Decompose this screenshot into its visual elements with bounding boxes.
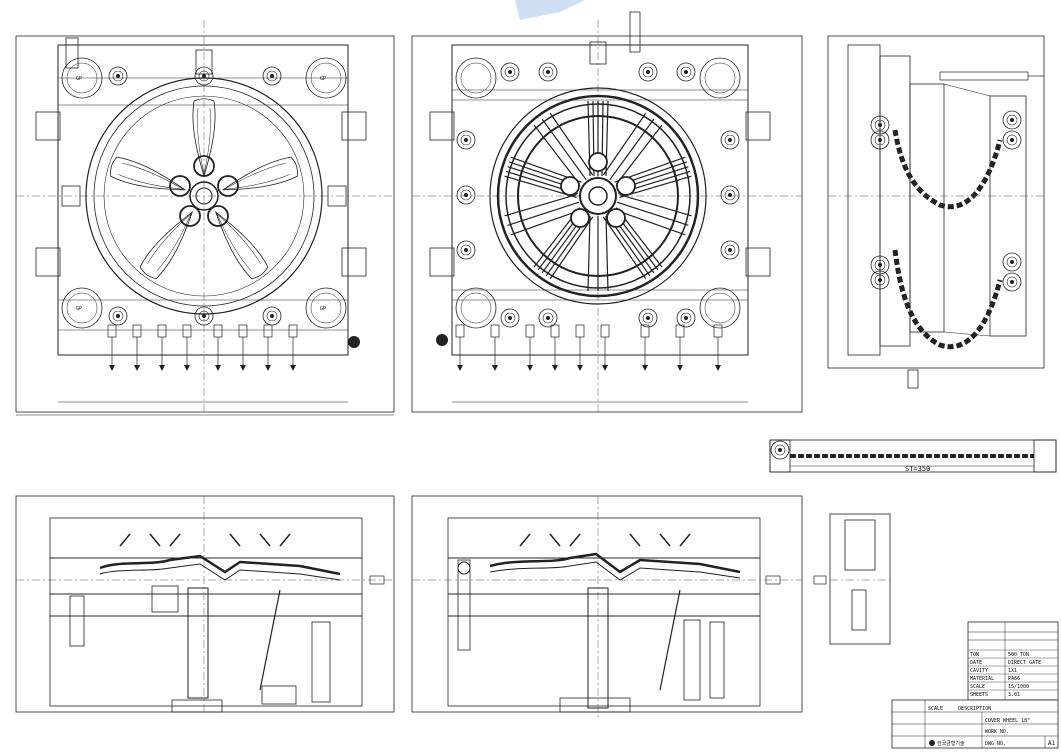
tb-value-5: 3.01	[1008, 692, 1020, 698]
tb-label-3: MATERIAL	[970, 676, 994, 682]
stroke-label: ST=350	[905, 465, 930, 473]
tb-label-4: SCALE	[970, 684, 985, 690]
chain-lower	[892, 249, 1003, 350]
tb-label-0: TON	[970, 652, 979, 658]
svg-text:GP: GP	[76, 76, 82, 82]
section-view-left	[15, 495, 395, 713]
dwg-no-label: DWG NO.	[985, 741, 1006, 747]
tb-value-3: PA66	[1008, 676, 1020, 682]
tb-label-1: DATE	[970, 660, 982, 666]
revision-mark: A1	[1048, 740, 1056, 747]
title-block: TON 500 TON DATE DIRECT GATE CAVITY 1X1 …	[891, 621, 1059, 749]
tb-label-2: CAVITY	[970, 668, 988, 674]
slide-chain-view: ST=350	[769, 439, 1057, 473]
cavity-side-plan-view	[411, 11, 803, 413]
side-elevation-view	[827, 35, 1045, 389]
work-no-label: WORK NO.	[985, 729, 1009, 735]
model-label: COVER WHEEL 18"	[985, 718, 1030, 724]
scan-smudge	[515, 0, 585, 20]
tb-label-5: SHEETS	[970, 692, 988, 698]
tb-value-4: 1S/1000	[1008, 684, 1029, 690]
core-side-plan-view: GP GP GP GP	[15, 20, 395, 416]
tb-value-2: 1X1	[1008, 668, 1017, 674]
description-label: DESCRIPTION	[958, 706, 991, 712]
svg-text:GP: GP	[320, 306, 326, 312]
svg-text:GP: GP	[320, 76, 326, 82]
company-name: 한국금형기술	[937, 740, 965, 747]
detail-view	[813, 513, 891, 645]
chain-upper	[892, 129, 1003, 210]
svg-text:GP: GP	[76, 306, 82, 312]
section-view-right	[411, 495, 803, 720]
scale-label: SCALE	[928, 706, 943, 712]
tb-value-0: 500 TON	[1008, 652, 1029, 658]
tb-value-1: DIRECT GATE	[1008, 660, 1041, 666]
